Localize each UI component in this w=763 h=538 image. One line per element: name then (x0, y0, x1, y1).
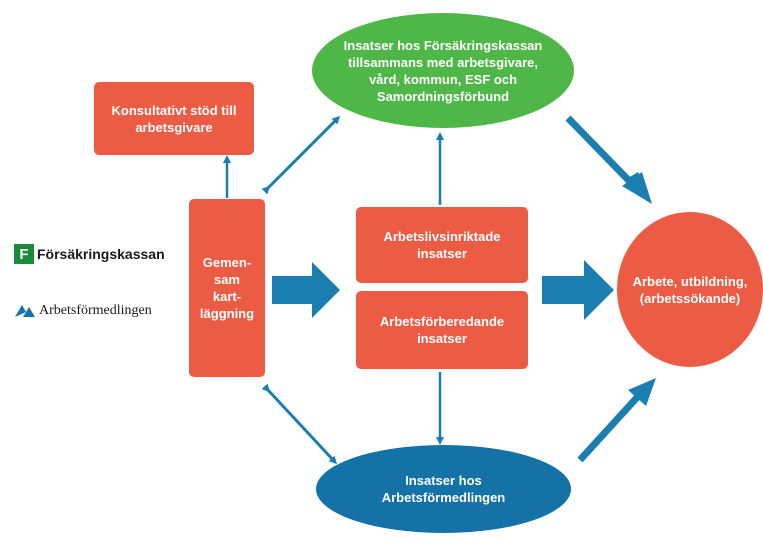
arrow-fk-insatser-to-arbete-head (622, 172, 652, 204)
arrow-af-insatser-to-arbete (577, 389, 645, 463)
forsakringskassan-mark-icon: F (14, 244, 34, 264)
arrow-gemensam-to-center (272, 262, 340, 318)
arrow-af-insatser-to-arbete-head (628, 378, 656, 406)
gemensam-kartlaggning-box: Gemen- sam kart- läggning (189, 199, 265, 377)
arbetsformedlingen-logo-text: Arbetsförmedlingen (39, 303, 152, 318)
arbetsformedlingen-insatser-ellipse: Insatser hos Arbetsförmedlingen (316, 445, 571, 533)
arbetslivsinriktade-insatser-box: Arbetslivsinriktade insatser (356, 207, 528, 283)
forsakringskassan-logo: F Försäkringskassan (14, 243, 165, 265)
forsakringskassan-insatser-ellipse: Insatser hos Försäkringskassan tillsamma… (312, 13, 574, 128)
arbetsformedlingen-logo: Arbetsförmedlingen (14, 300, 152, 322)
konsultativt-stod-box: Konsultativt stöd till arbetsgivare (94, 82, 254, 155)
arrow-gemensam-af-insatser (261, 383, 338, 465)
forsakringskassan-logo-text: Försäkringskassan (37, 246, 165, 262)
arbetsformedlingen-mark-icon (15, 305, 35, 317)
arrow-center-to-arbete (542, 260, 614, 320)
arbetsforberedande-insatser-box: Arbetsförberedande insatser (356, 291, 528, 369)
arrow-gemensam-fk-insatser (261, 115, 341, 195)
arbete-utbildning-circle: Arbete, utbildning, (arbetssökande) (617, 212, 763, 367)
arrow-fk-insatser-to-arbete (565, 115, 641, 193)
